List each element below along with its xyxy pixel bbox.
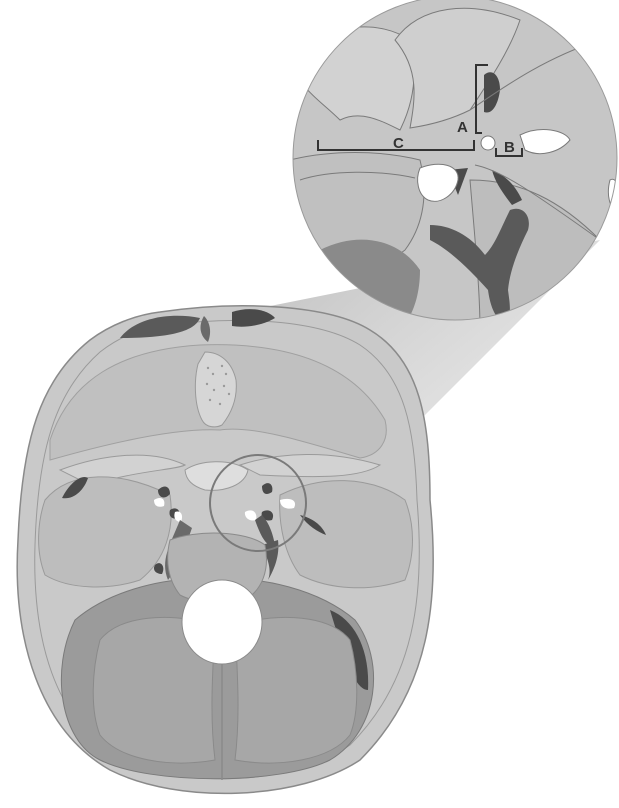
- foramen-magnum: [182, 580, 262, 664]
- skull-base: [17, 306, 433, 794]
- middle-cranial-fossa-right: [280, 481, 413, 588]
- label-a: A: [457, 119, 468, 136]
- magnified-inset: A B C: [288, 0, 619, 330]
- label-b: B: [504, 139, 515, 156]
- inset-white-foramen-3: [481, 136, 495, 150]
- label-c: C: [393, 135, 404, 152]
